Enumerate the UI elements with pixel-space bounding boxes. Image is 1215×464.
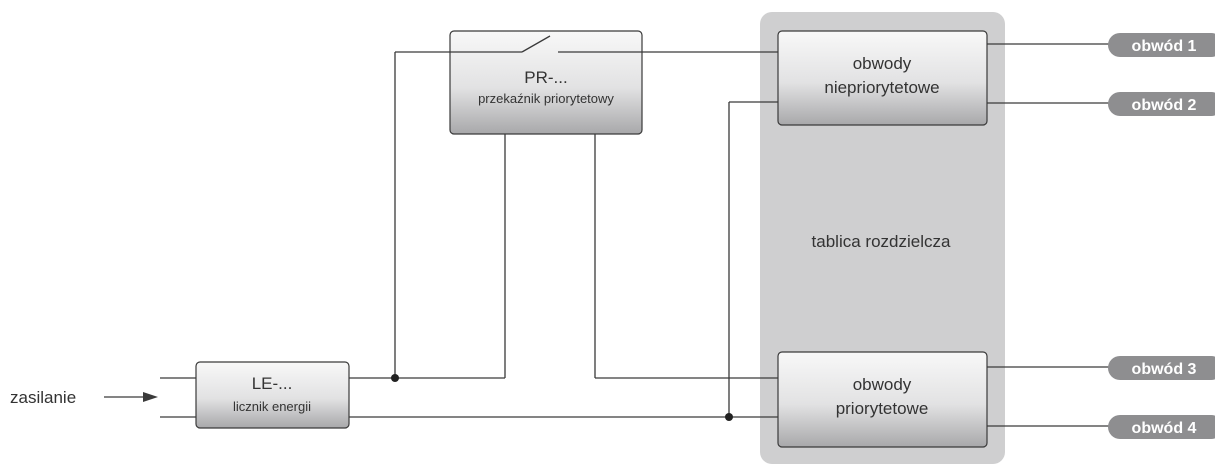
non-priority-line1: obwody xyxy=(853,54,912,73)
meter-subtitle: licznik energii xyxy=(233,399,311,414)
junction-dot xyxy=(725,413,733,421)
priority-line2: priorytetowe xyxy=(836,399,929,418)
relay-switch-contact xyxy=(450,35,642,53)
supply-label: zasilanie xyxy=(10,388,76,407)
priority-line1: obwody xyxy=(853,375,912,394)
non-priority-box xyxy=(777,30,988,126)
circuit-tag-1: obwód 1 xyxy=(1108,33,1215,57)
circuit-tag-4: obwód 4 xyxy=(1108,415,1215,439)
relay-box xyxy=(449,30,643,135)
non-priority-line2: niepriorytetowe xyxy=(824,78,939,97)
meter-box xyxy=(195,361,350,429)
relay-subtitle: przekaźnik priorytetowy xyxy=(478,91,614,106)
circuit-label-1: obwód 1 xyxy=(1132,38,1197,55)
priority-box xyxy=(777,351,988,448)
relay-title: PR-... xyxy=(524,68,567,87)
circuit-label-3: obwód 3 xyxy=(1132,361,1197,378)
circuit-tag-2: obwód 2 xyxy=(1108,92,1215,116)
panel-label: tablica rozdzielcza xyxy=(812,232,951,251)
circuit-label-4: obwód 4 xyxy=(1132,420,1197,437)
junction-dot xyxy=(391,374,399,382)
wires xyxy=(160,43,1110,427)
circuit-tag-3: obwód 3 xyxy=(1108,356,1215,380)
meter-title: LE-... xyxy=(252,374,293,393)
supply-arrow xyxy=(104,392,158,402)
circuit-label-2: obwód 2 xyxy=(1132,97,1197,114)
